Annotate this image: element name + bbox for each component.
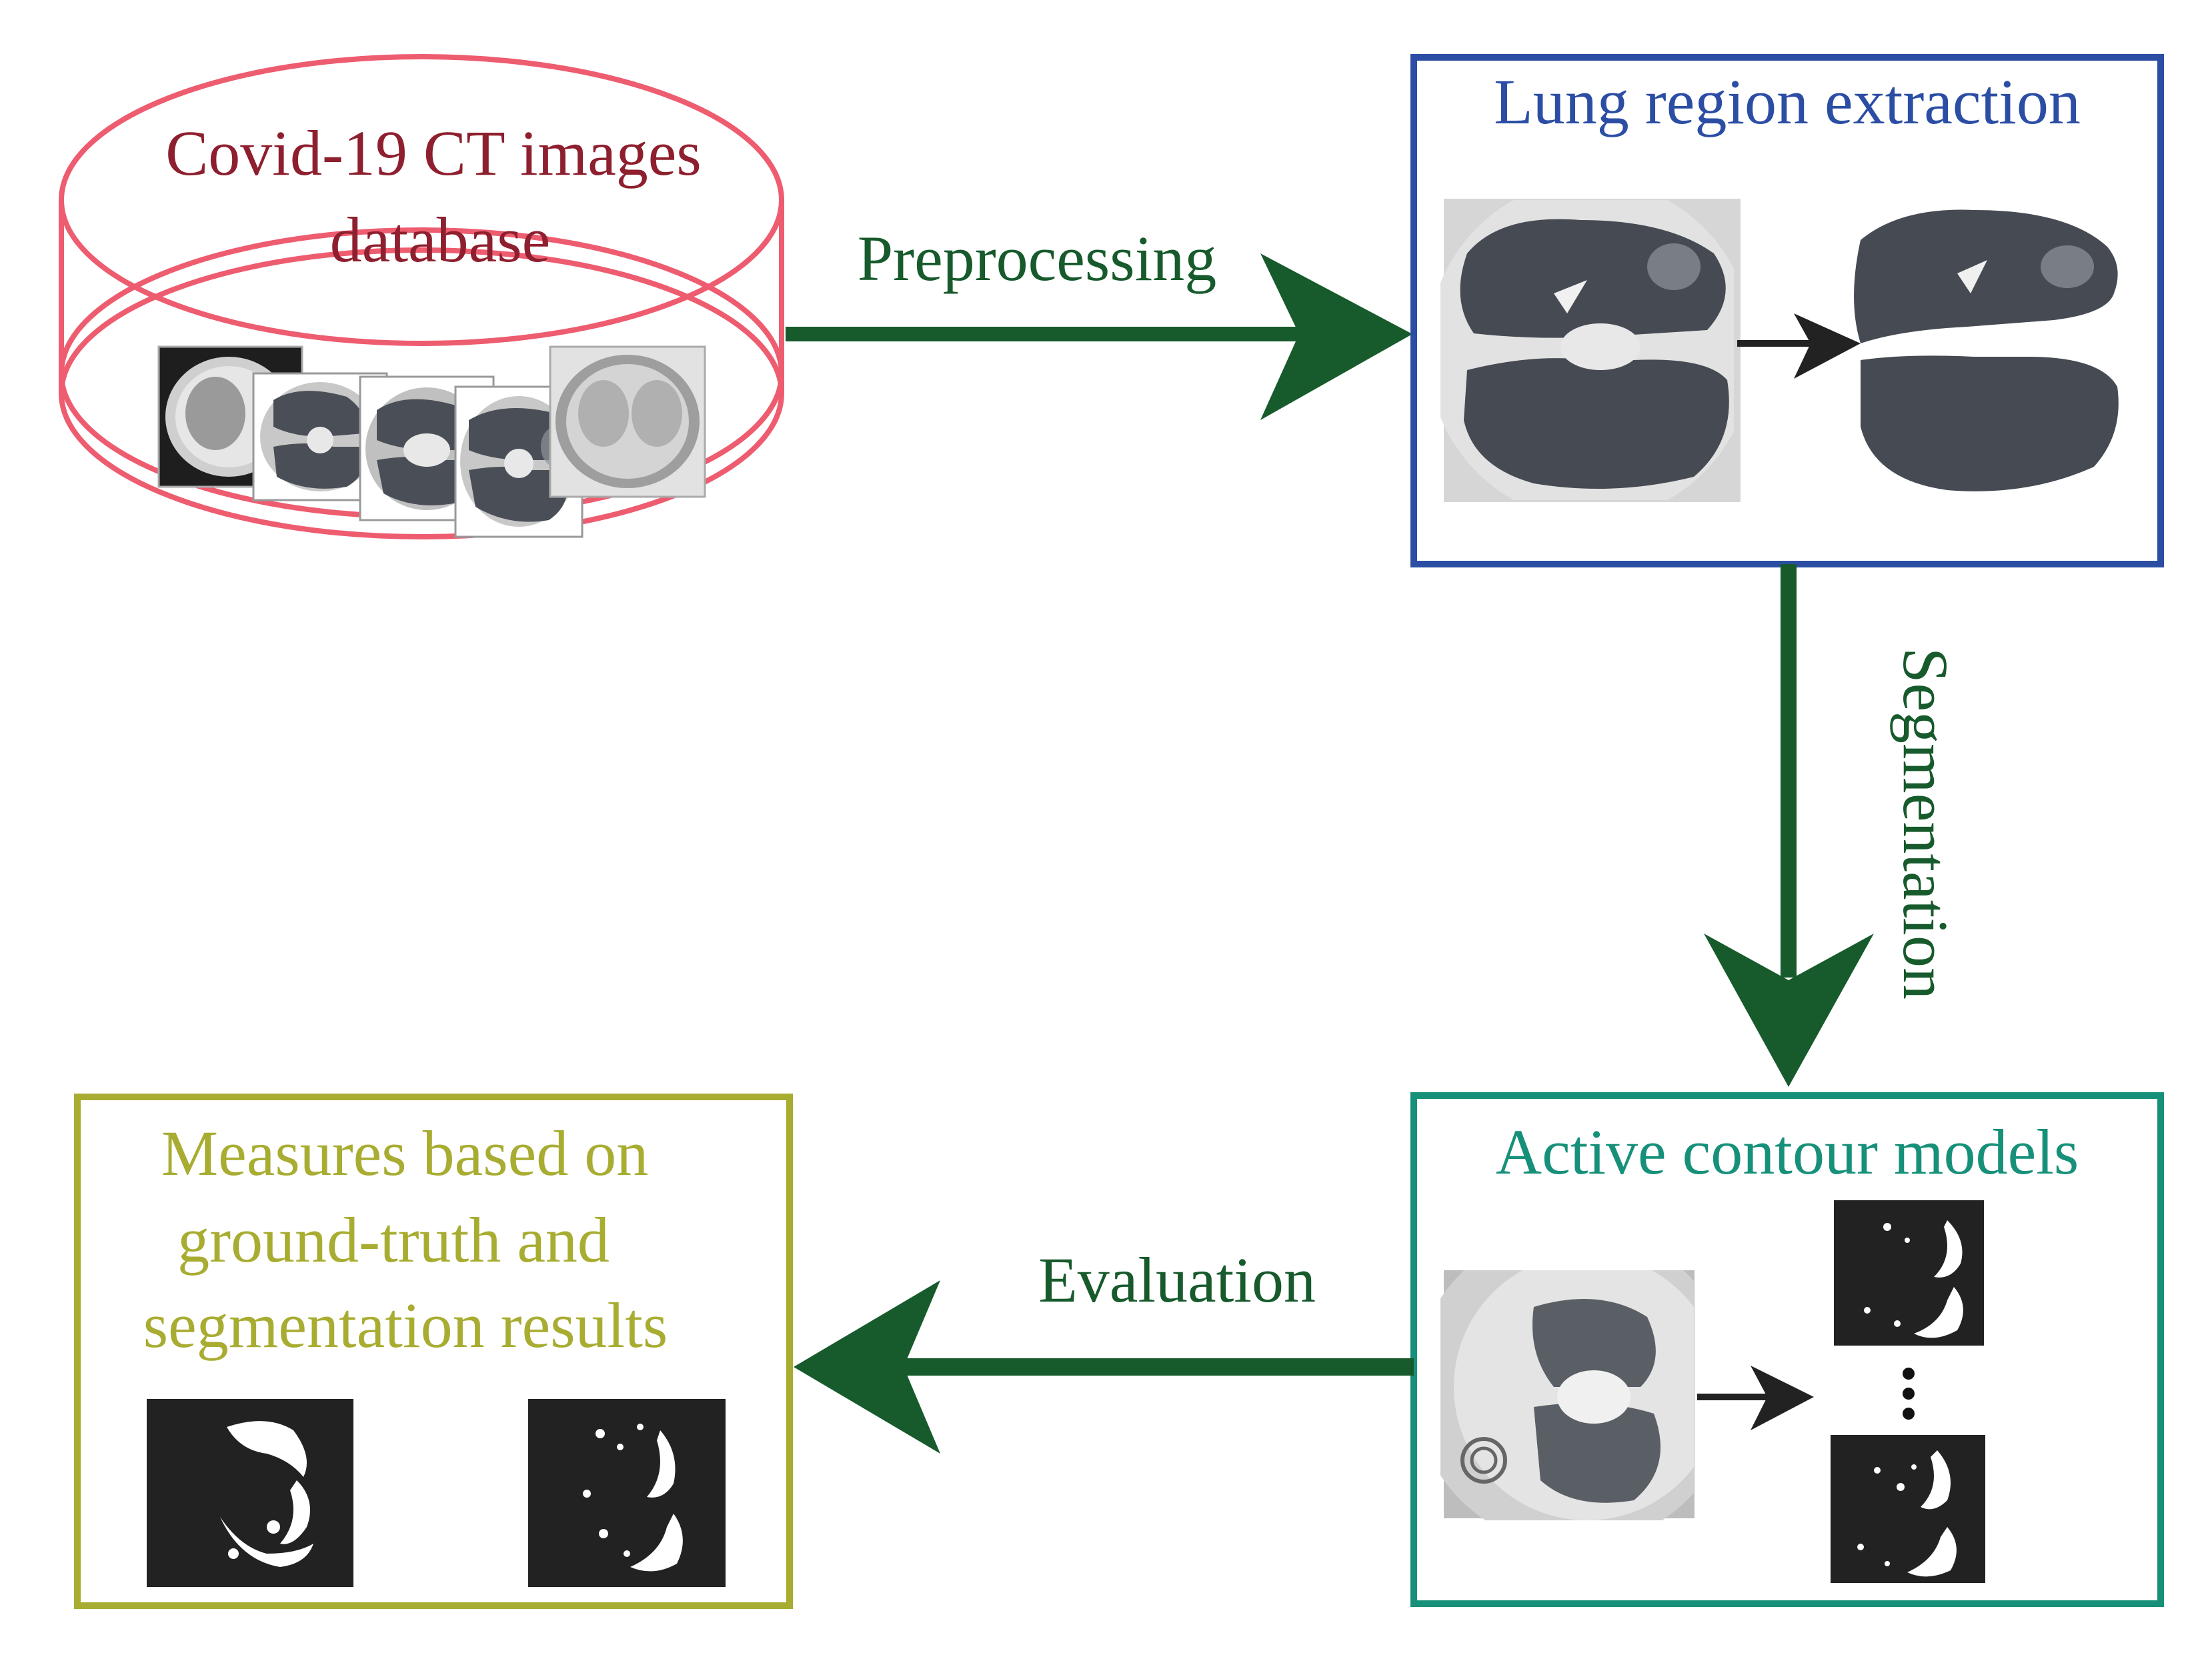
database-ct-stack <box>157 345 706 538</box>
segmentation-result-mask-image <box>528 1399 726 1587</box>
database-title-line2: database <box>330 204 550 275</box>
ground-truth-mask-image <box>147 1399 353 1587</box>
preprocessing-label: Preprocessing <box>858 223 1217 294</box>
ct-slice-image <box>454 385 584 538</box>
measures-title-line1: Measures based on <box>161 1118 648 1189</box>
database-title-line1: Covid-19 CT images <box>165 117 702 189</box>
ct-slice-image <box>1440 1270 1695 1520</box>
segmentation-arrow: Segmentation <box>1704 564 1961 1087</box>
lung-region-title: Lung region extraction <box>1494 66 2081 137</box>
database-cylinder-icon: Covid-19 CT images database <box>59 54 784 539</box>
measures-box: Measures based on ground-truth and segme… <box>74 1094 793 1609</box>
segmentation-label: Segmentation <box>1890 647 1961 1000</box>
ct-slice-image <box>1440 199 1741 502</box>
segmentation-mask-image <box>1831 1435 1985 1583</box>
measures-title-line2: ground-truth and <box>177 1204 610 1276</box>
ct-slice-image <box>549 345 706 498</box>
vertical-ellipsis-icon <box>1903 1368 1915 1420</box>
active-contour-models-box: Active contour models <box>1410 1092 2164 1607</box>
preprocessing-arrow: Preprocessing <box>786 223 1412 420</box>
active-contour-title: Active contour models <box>1496 1116 2079 1188</box>
evaluation-label: Evaluation <box>1038 1244 1316 1316</box>
lung-region-extraction-box: Lung region extraction <box>1410 54 2164 567</box>
measures-title-line3: segmentation results <box>143 1290 668 1361</box>
segmentation-mask-image <box>1834 1200 1984 1346</box>
evaluation-arrow: Evaluation <box>794 1244 1414 1454</box>
extracted-lung-image <box>1854 209 2119 491</box>
